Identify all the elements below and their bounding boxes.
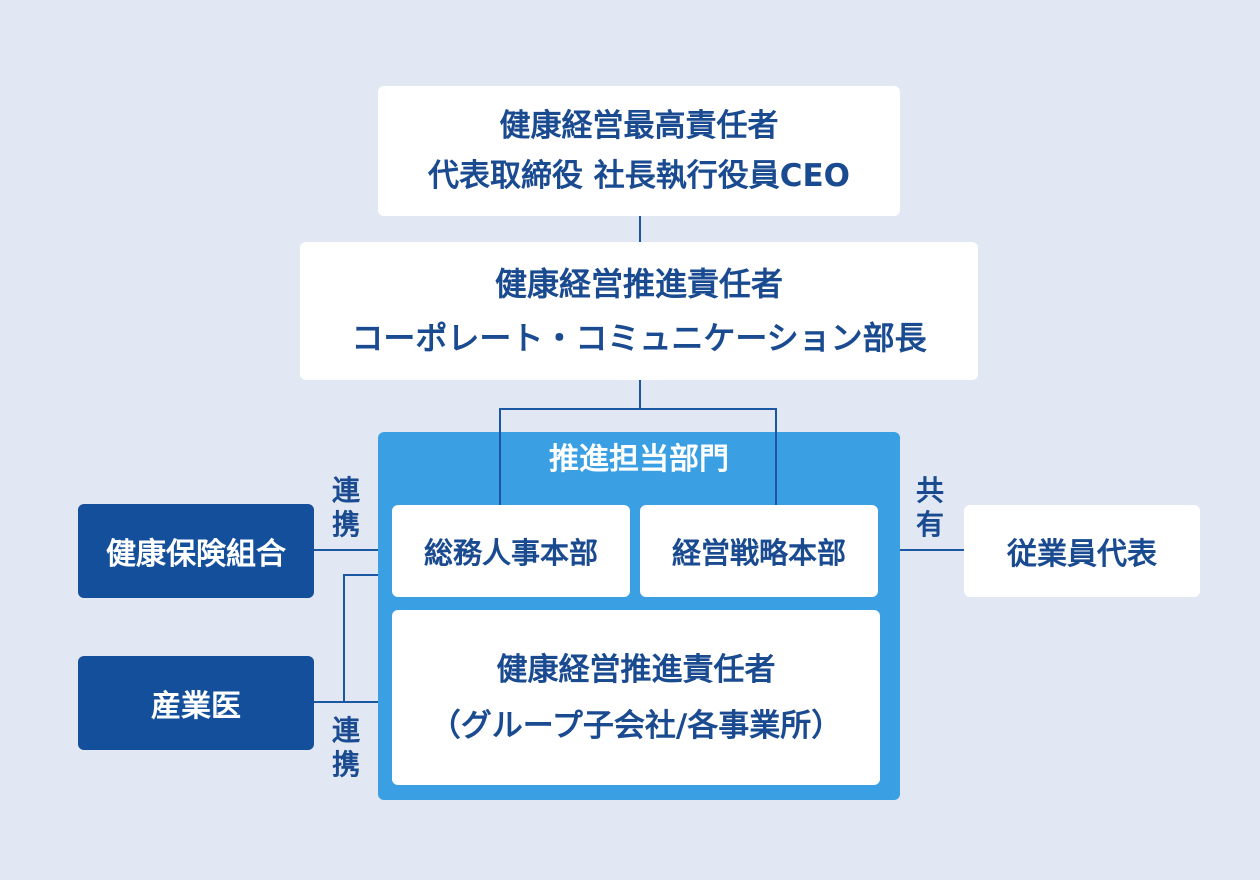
ceo-role: 代表取締役 社長執行役員CEO <box>427 158 851 194</box>
label-char: 携 <box>331 748 360 781</box>
department-general-affairs-hr: 総務人事本部 <box>392 505 630 597</box>
industrial-physician-box: 産業医 <box>78 656 314 750</box>
connector-left-physician <box>314 701 378 703</box>
health-insurance-association-label: 健康保険組合 <box>106 537 286 572</box>
department-corporate-strategy: 経営戦略本部 <box>640 505 878 597</box>
department-label: 経営戦略本部 <box>671 536 846 570</box>
label-char: 共 <box>915 474 944 507</box>
label-char: 連 <box>331 474 360 507</box>
connector-promo-down <box>639 380 641 409</box>
label-char: 携 <box>331 508 360 541</box>
group-promotion-officer-scope: （グループ子会社/各事業所） <box>429 707 843 744</box>
label-char: 有 <box>915 508 944 541</box>
cooperation-label-bottom: 連 携 <box>326 714 366 782</box>
cooperation-label-top: 連 携 <box>326 474 366 542</box>
promotion-officer-box: 健康経営推進責任者 コーポレート・コミュニケーション部長 <box>300 242 978 380</box>
connector-ceo-promo <box>639 216 641 242</box>
connector-left-top-stub <box>343 574 378 576</box>
sharing-label: 共 有 <box>910 474 950 542</box>
industrial-physician-label: 産業医 <box>151 689 241 724</box>
department-panel-title: 推進担当部門 <box>549 442 729 477</box>
ceo-box: 健康経営最高責任者 代表取締役 社長執行役員CEO <box>378 86 900 216</box>
promotion-officer-role: コーポレート・コミュニケーション部長 <box>351 319 927 357</box>
employee-representative-box: 従業員代表 <box>964 505 1200 597</box>
connector-branch-horizontal <box>499 408 777 410</box>
promotion-officer-title: 健康経営推進責任者 <box>494 265 783 303</box>
connector-branch-left-inner <box>499 432 501 505</box>
group-promotion-officer-title: 健康経営推進責任者 <box>496 651 776 688</box>
group-promotion-officer-box: 健康経営推進責任者 （グループ子会社/各事業所） <box>392 610 880 785</box>
connector-branch-right-inner <box>775 432 777 505</box>
connector-left-vertical <box>343 574 345 702</box>
label-char: 連 <box>331 714 360 747</box>
connector-left-health-insurance <box>314 549 378 551</box>
department-label: 総務人事本部 <box>423 536 598 570</box>
ceo-title: 健康経営最高責任者 <box>499 108 779 144</box>
connector-right-employee <box>900 549 964 551</box>
employee-representative-label: 従業員代表 <box>1007 537 1157 572</box>
health-insurance-association-box: 健康保険組合 <box>78 504 314 598</box>
